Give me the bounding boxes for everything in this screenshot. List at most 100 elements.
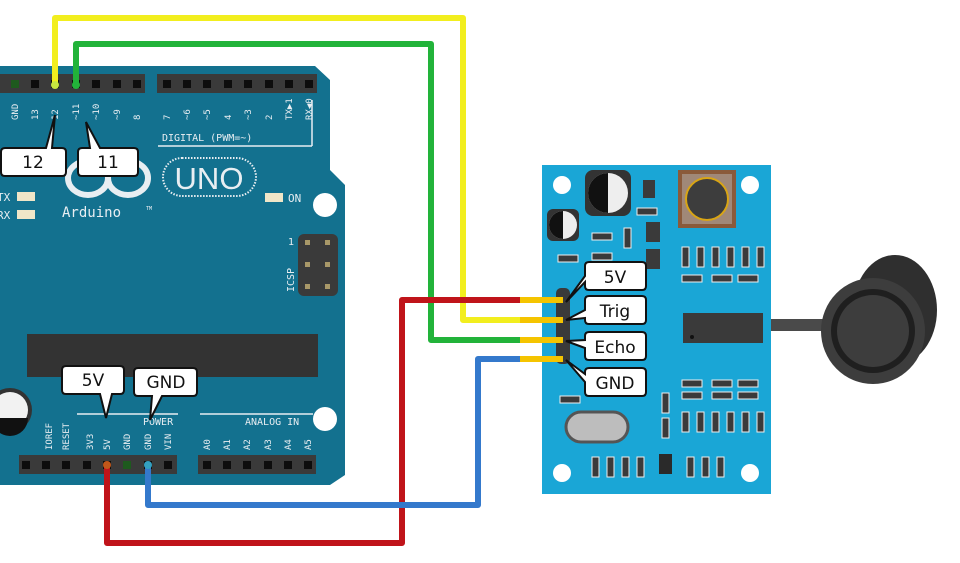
digital-pin-label: RX◀0 — [305, 98, 315, 120]
header-pin-hole — [31, 80, 39, 88]
smd-transistor — [659, 454, 672, 474]
power-header — [19, 455, 177, 474]
analog-pin-label: A0 — [203, 439, 213, 450]
mounting-hole — [741, 176, 759, 194]
power-pin-label: IOREF — [45, 423, 55, 450]
smd-transistor — [646, 222, 660, 242]
analog-pin-label: A3 — [264, 439, 274, 450]
header-pin-hole — [113, 80, 121, 88]
header-pin-hole — [203, 461, 211, 469]
svg-text:Trig: Trig — [599, 302, 630, 322]
smd-resistor — [636, 207, 658, 216]
wires — [51, 15, 563, 546]
smd-resistor — [711, 246, 720, 268]
digital-pin-label: ~9 — [113, 109, 123, 120]
digital-pin-label: 7 — [163, 115, 173, 120]
callout-sensor-5v: 5V — [565, 261, 647, 303]
smd-resistor — [711, 274, 733, 283]
svg-text:Echo: Echo — [594, 338, 635, 358]
smd-resistor — [701, 456, 710, 478]
power-section-label: POWER — [143, 417, 174, 428]
smd-resistor — [711, 411, 720, 433]
svg-text:GND: GND — [147, 373, 186, 393]
capacitor — [547, 209, 579, 241]
digital-pin-label: 13 — [31, 109, 41, 120]
digital-pin-label: 2 — [265, 115, 275, 120]
smd-resistor — [696, 246, 705, 268]
smd-resistor — [737, 391, 759, 400]
smd-resistor — [681, 391, 703, 400]
digital-pin-label: TX▶1 — [285, 98, 295, 120]
rx-led-label: RX — [0, 209, 11, 222]
smd-resistor — [737, 379, 759, 388]
callout-pin11: 11 — [77, 121, 139, 177]
header-pin-hole — [304, 461, 312, 469]
analog-section-label: ANALOG IN — [245, 417, 299, 428]
wire-gnd-blue[interactable] — [145, 356, 560, 508]
smd-resistor — [737, 274, 759, 283]
header-pin-hole — [183, 80, 191, 88]
icsp-label: ICSP — [286, 268, 297, 292]
smd-resistor — [591, 252, 613, 261]
smd-resistor — [623, 227, 632, 249]
uno-logo-border — [162, 157, 257, 197]
header-pin-hole — [224, 80, 232, 88]
wire-joints — [51, 81, 152, 469]
header-pin-hole — [123, 461, 131, 469]
smd-resistor — [726, 246, 735, 268]
mounting-hole — [553, 464, 571, 482]
smd-resistor — [711, 391, 733, 400]
sensor-ic-chip — [683, 313, 763, 343]
header-pin-hole — [305, 80, 313, 88]
power-pin-label: RESET — [62, 422, 72, 450]
svg-text:5V: 5V — [82, 371, 105, 391]
analog-pin-label: A4 — [284, 439, 294, 450]
callout-arduino-5v: 5V — [61, 365, 125, 419]
capacitor — [585, 170, 631, 216]
analog-header — [198, 455, 316, 474]
icsp-header — [298, 234, 338, 296]
power-pin-label: GND — [144, 434, 154, 450]
digital-pin-label: GND — [11, 104, 21, 120]
smd-resistor — [681, 411, 690, 433]
smd-resistor — [606, 456, 615, 478]
digital-pin-label: ~5 — [203, 109, 213, 120]
on-led — [265, 193, 283, 202]
header-pin-hole — [42, 461, 50, 469]
smd-resistor — [756, 411, 765, 433]
wire-trig-yellow[interactable] — [52, 15, 560, 323]
digital-section-label: DIGITAL (PWM=~) — [162, 133, 252, 144]
icsp-pins — [305, 240, 330, 289]
tx-led-label: TX — [0, 191, 11, 204]
mounting-hole — [313, 407, 337, 431]
smd-resistor — [726, 411, 735, 433]
wire-5v-red[interactable] — [104, 297, 560, 546]
smd-transistor — [643, 180, 655, 198]
header-pin-hole — [244, 80, 252, 88]
callout-sensor-echo: Echo — [565, 331, 647, 361]
power-pin-label: 3V3 — [86, 434, 96, 450]
digital-header-right — [157, 74, 317, 93]
svg-text:12: 12 — [22, 153, 44, 173]
digital-pin-label: 12 — [51, 109, 61, 120]
analog-header-pins — [203, 461, 312, 469]
icsp-pin1-label: 1 — [288, 237, 294, 248]
uno-logo-text: UNO — [175, 161, 244, 196]
ultrasonic-sensor-module — [542, 165, 771, 494]
smd-resistor — [557, 254, 579, 263]
smd-resistor — [559, 395, 581, 404]
smd-resistor — [591, 456, 600, 478]
wire-gold-terminals — [520, 297, 563, 362]
digital-pin-label: ~10 — [92, 104, 102, 120]
transducer-cable — [771, 319, 826, 331]
analog-pin-label: A2 — [243, 439, 253, 450]
smd-resistor — [686, 456, 695, 478]
digital-pin-label: 4 — [224, 115, 234, 120]
wire-echo-green[interactable] — [73, 41, 560, 343]
smd-resistor — [681, 246, 690, 268]
header-pin-hole — [243, 461, 251, 469]
power-pin-label: VIN — [164, 434, 174, 450]
crystal-oscillator — [564, 410, 630, 444]
